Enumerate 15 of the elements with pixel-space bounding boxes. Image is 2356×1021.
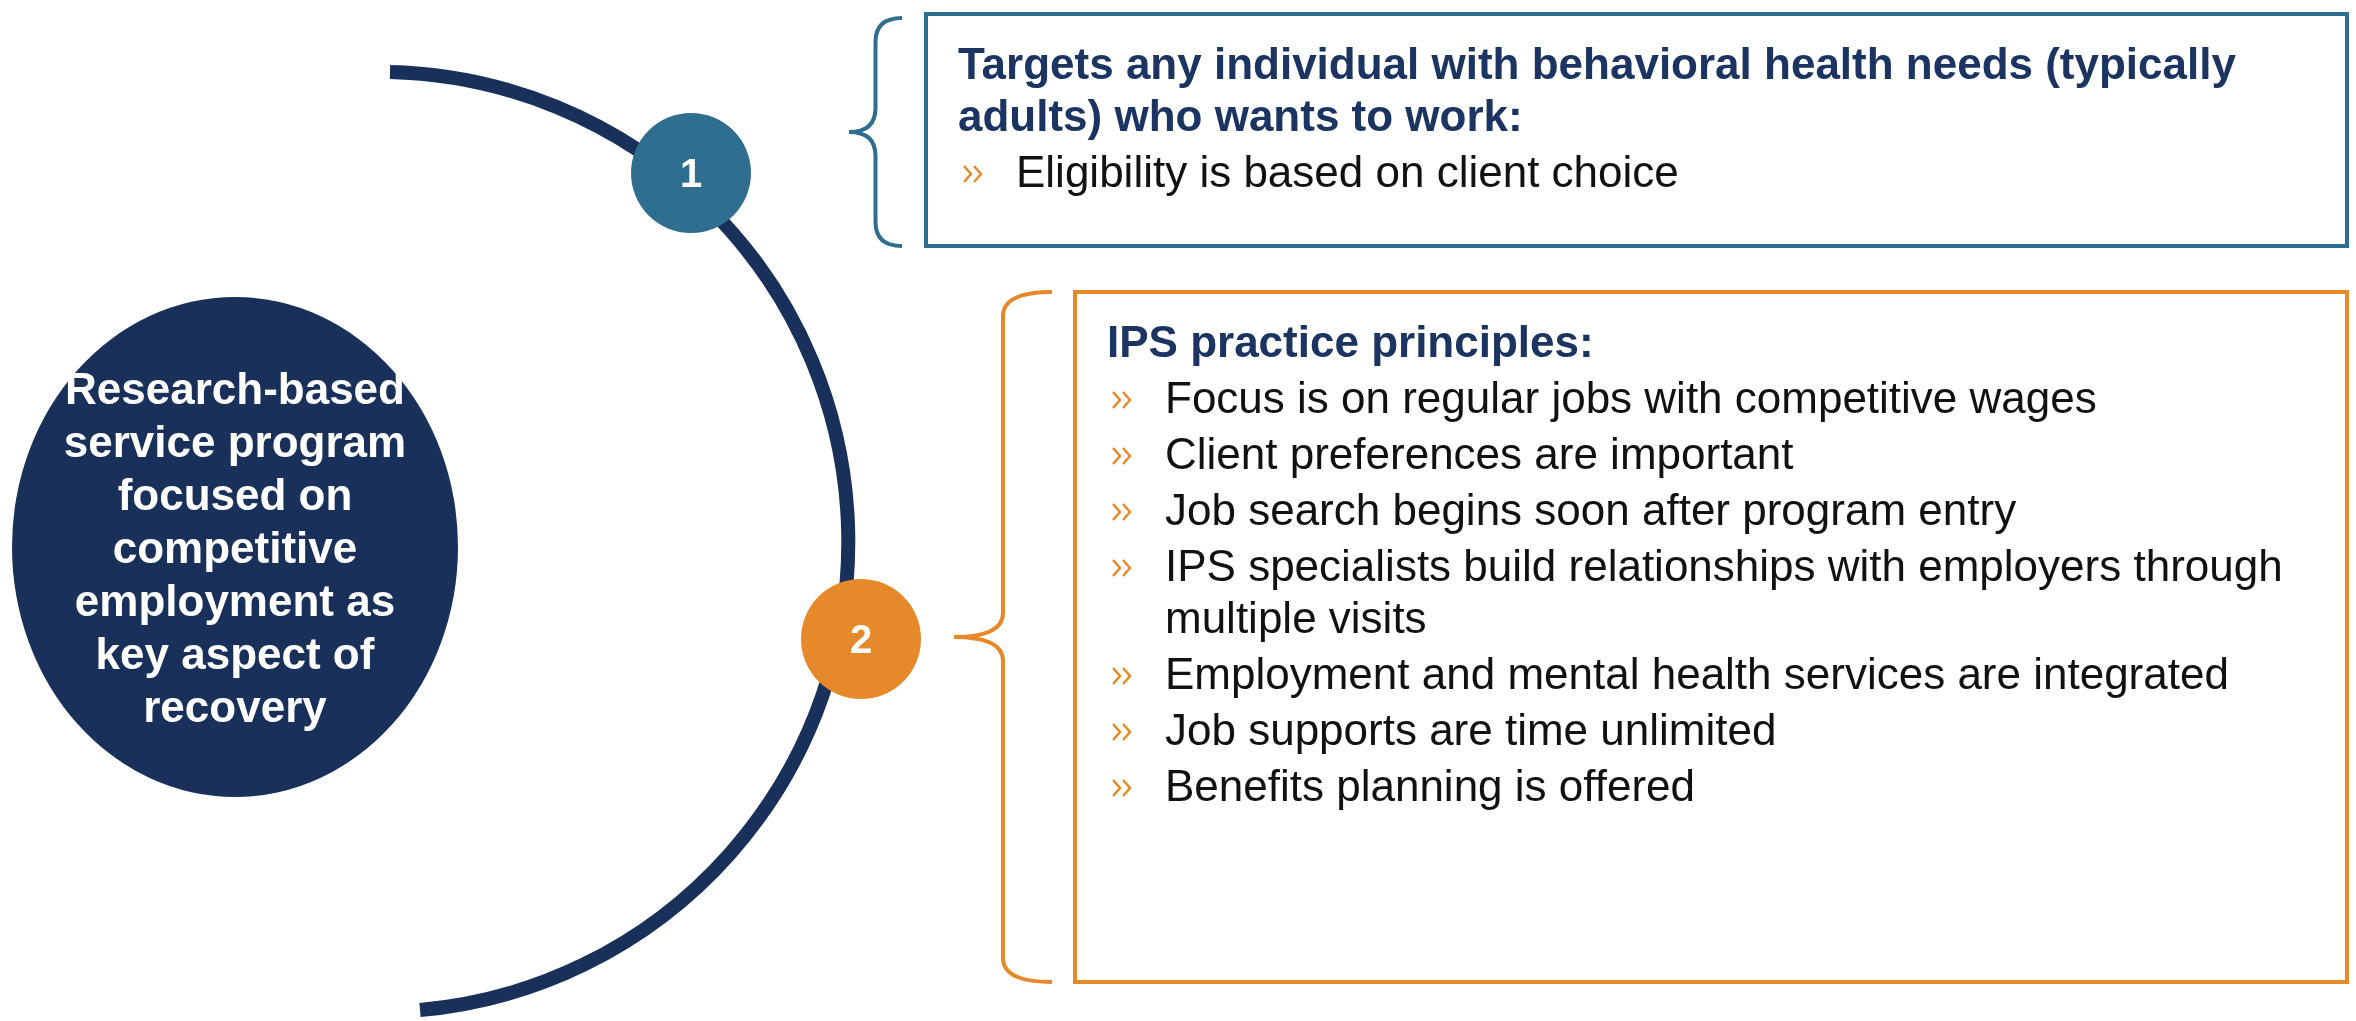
panel-heading: Targets any individual with behavioral health needs (typically adults) who wants to work: xyxy=(958,38,2237,142)
number-label: 2 xyxy=(849,616,873,663)
circle-label: Research-based service program focused on competitive employment as key aspect of recovery xyxy=(62,362,408,733)
list-item-text: IPS specialists build relationships with employers through multiple visits xyxy=(1165,541,2283,642)
list-item-text: Client preferences are important xyxy=(1165,429,1794,478)
list-item-text: Employment and mental health services are integrated xyxy=(1165,649,2229,698)
number-label: 1 xyxy=(679,150,703,197)
list-item-text: Job supports are time unlimited xyxy=(1165,705,1777,754)
list-item-text: Focus is on regular jobs with competitive wages xyxy=(1165,373,2097,422)
panel-heading: IPS practice principles: xyxy=(1107,316,1595,368)
list-item-text: Benefits planning is offered xyxy=(1165,761,1695,810)
info-panel xyxy=(1073,290,2349,984)
info-panel xyxy=(924,12,2349,248)
list-item-text: Job search begins soon after program entry xyxy=(1165,485,2017,534)
list-item-text: Eligibility is based on client choice xyxy=(1016,147,1679,196)
